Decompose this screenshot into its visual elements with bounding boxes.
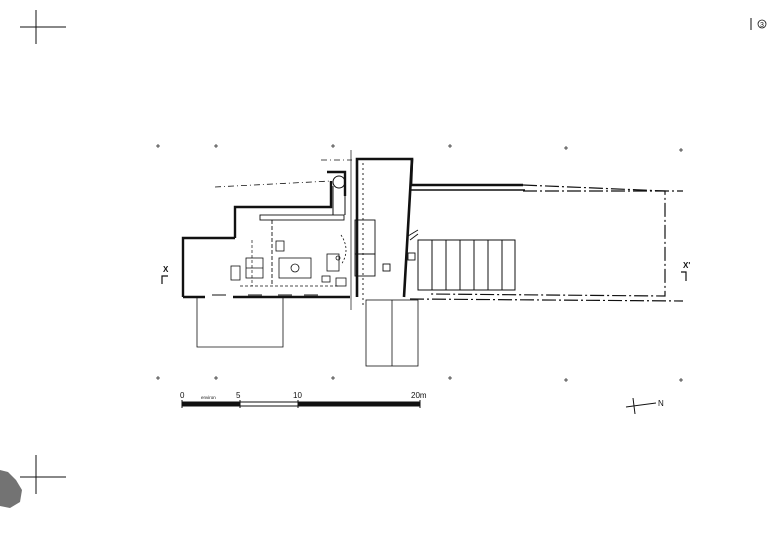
scale-note: environ — [201, 395, 216, 400]
page-number: 3 — [757, 19, 767, 29]
west-building-dash-outline — [214, 159, 352, 188]
machinery-a — [230, 234, 347, 287]
section-mark-right: X' — [681, 261, 690, 281]
scale-bar: 0 5 10 20m environ — [180, 391, 427, 408]
central-interior — [350, 150, 376, 310]
north-arrow-label: N — [658, 399, 664, 408]
central-block — [355, 157, 523, 298]
scale-tick-5: 5 — [236, 391, 241, 400]
scale-tick-20: 20m — [411, 391, 427, 400]
west-building-walls — [181, 170, 350, 299]
scale-tick-10: 10 — [293, 391, 302, 400]
section-mark-right-label: X' — [683, 261, 690, 270]
dimension-dashes — [240, 240, 340, 287]
south-yard — [196, 298, 419, 367]
registration-marks — [20, 10, 752, 494]
north-arrow: N — [625, 397, 664, 415]
torn-corner-artefact — [0, 470, 22, 508]
floor-wall-openings — [205, 294, 318, 299]
section-mark-left-label: X — [163, 265, 169, 274]
scale-tick-0: 0 — [180, 391, 185, 400]
round-tower — [332, 175, 346, 215]
section-mark-left: X — [161, 265, 169, 284]
grid-plus-marks — [156, 144, 683, 382]
roof-beam — [259, 214, 345, 285]
east-shed-outline — [409, 184, 684, 302]
stair-detail — [382, 229, 419, 272]
bay-grid — [417, 239, 516, 291]
page-number-text: 3 — [760, 22, 764, 29]
